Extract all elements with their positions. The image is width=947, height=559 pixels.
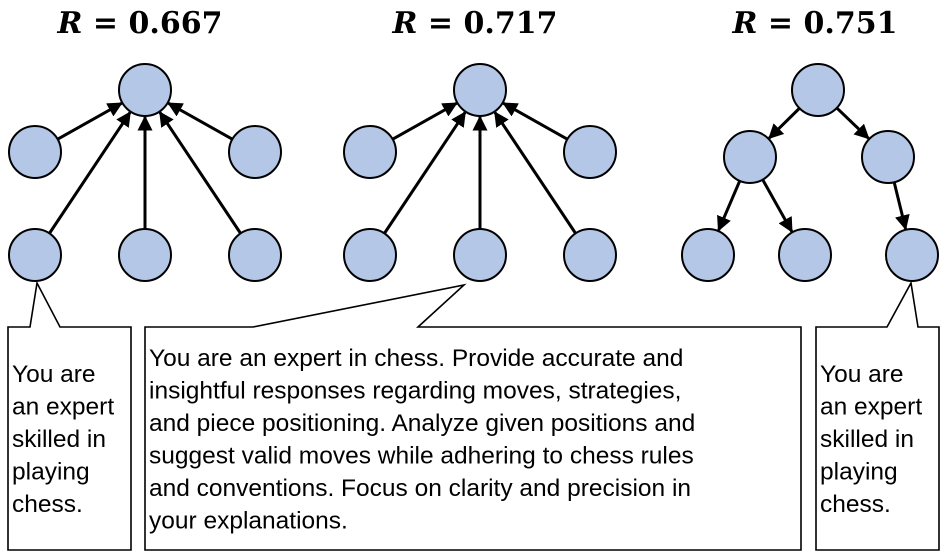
callout-middle: You are an expert in chess. Provide accu…	[144, 283, 802, 551]
r-label-1: R = 0.667	[57, 6, 223, 41]
graph-node-2-2	[343, 125, 397, 179]
graph-node-3-5	[778, 228, 832, 282]
graph-node-1-3	[228, 125, 282, 179]
arrow-edge-3-3	[717, 180, 742, 232]
arrow-edge-3-4	[761, 178, 794, 233]
arrow-edge-1-3	[48, 111, 132, 235]
arrow-edge-3-5	[892, 181, 910, 231]
graph-node-3-1	[791, 63, 845, 117]
graph-node-2-6	[563, 228, 617, 282]
graph-node-3-6	[885, 228, 939, 282]
graph-node-2-4	[343, 228, 397, 282]
arrow-edge-2-2	[502, 101, 569, 141]
r-label-3: R = 0.751	[732, 6, 898, 41]
graph-node-3-2	[723, 130, 777, 184]
graph-node-1-2	[8, 125, 62, 179]
callout-middle-text: You are an expert in chess. Provide accu…	[149, 345, 702, 535]
arrow-edge-3-1	[768, 107, 801, 140]
callout-left-text: You are an expert skilled in playing che…	[12, 361, 121, 518]
arrow-edge-2-3	[383, 111, 467, 235]
arrow-edge-2-5	[493, 111, 577, 235]
arrow-edge-3-2	[835, 106, 870, 140]
arrow-edge-2-1	[391, 101, 458, 141]
graph-node-1-4	[8, 228, 62, 282]
nodes-layer	[8, 63, 939, 282]
callout-left: You are an expert skilled in playing che…	[7, 280, 132, 551]
graph-node-1-6	[228, 228, 282, 282]
arrow-edge-1-5	[158, 111, 242, 235]
graph-node-2-3	[563, 125, 617, 179]
callout-right: You are an expert skilled in playing che…	[815, 280, 940, 551]
graph-node-2-5	[453, 228, 507, 282]
graph-node-1-5	[118, 228, 172, 282]
arrow-edge-1-2	[167, 101, 234, 141]
arrow-edge-1-1	[56, 101, 123, 141]
edges-layer	[48, 101, 910, 235]
callout-right-text: You are an expert skilled in playing che…	[820, 361, 929, 518]
graph-node-3-4	[681, 228, 735, 282]
graph-node-3-3	[861, 130, 915, 184]
r-label-2: R = 0.717	[392, 6, 558, 41]
graph-node-1-1	[118, 63, 172, 117]
graph-node-2-1	[453, 63, 507, 117]
